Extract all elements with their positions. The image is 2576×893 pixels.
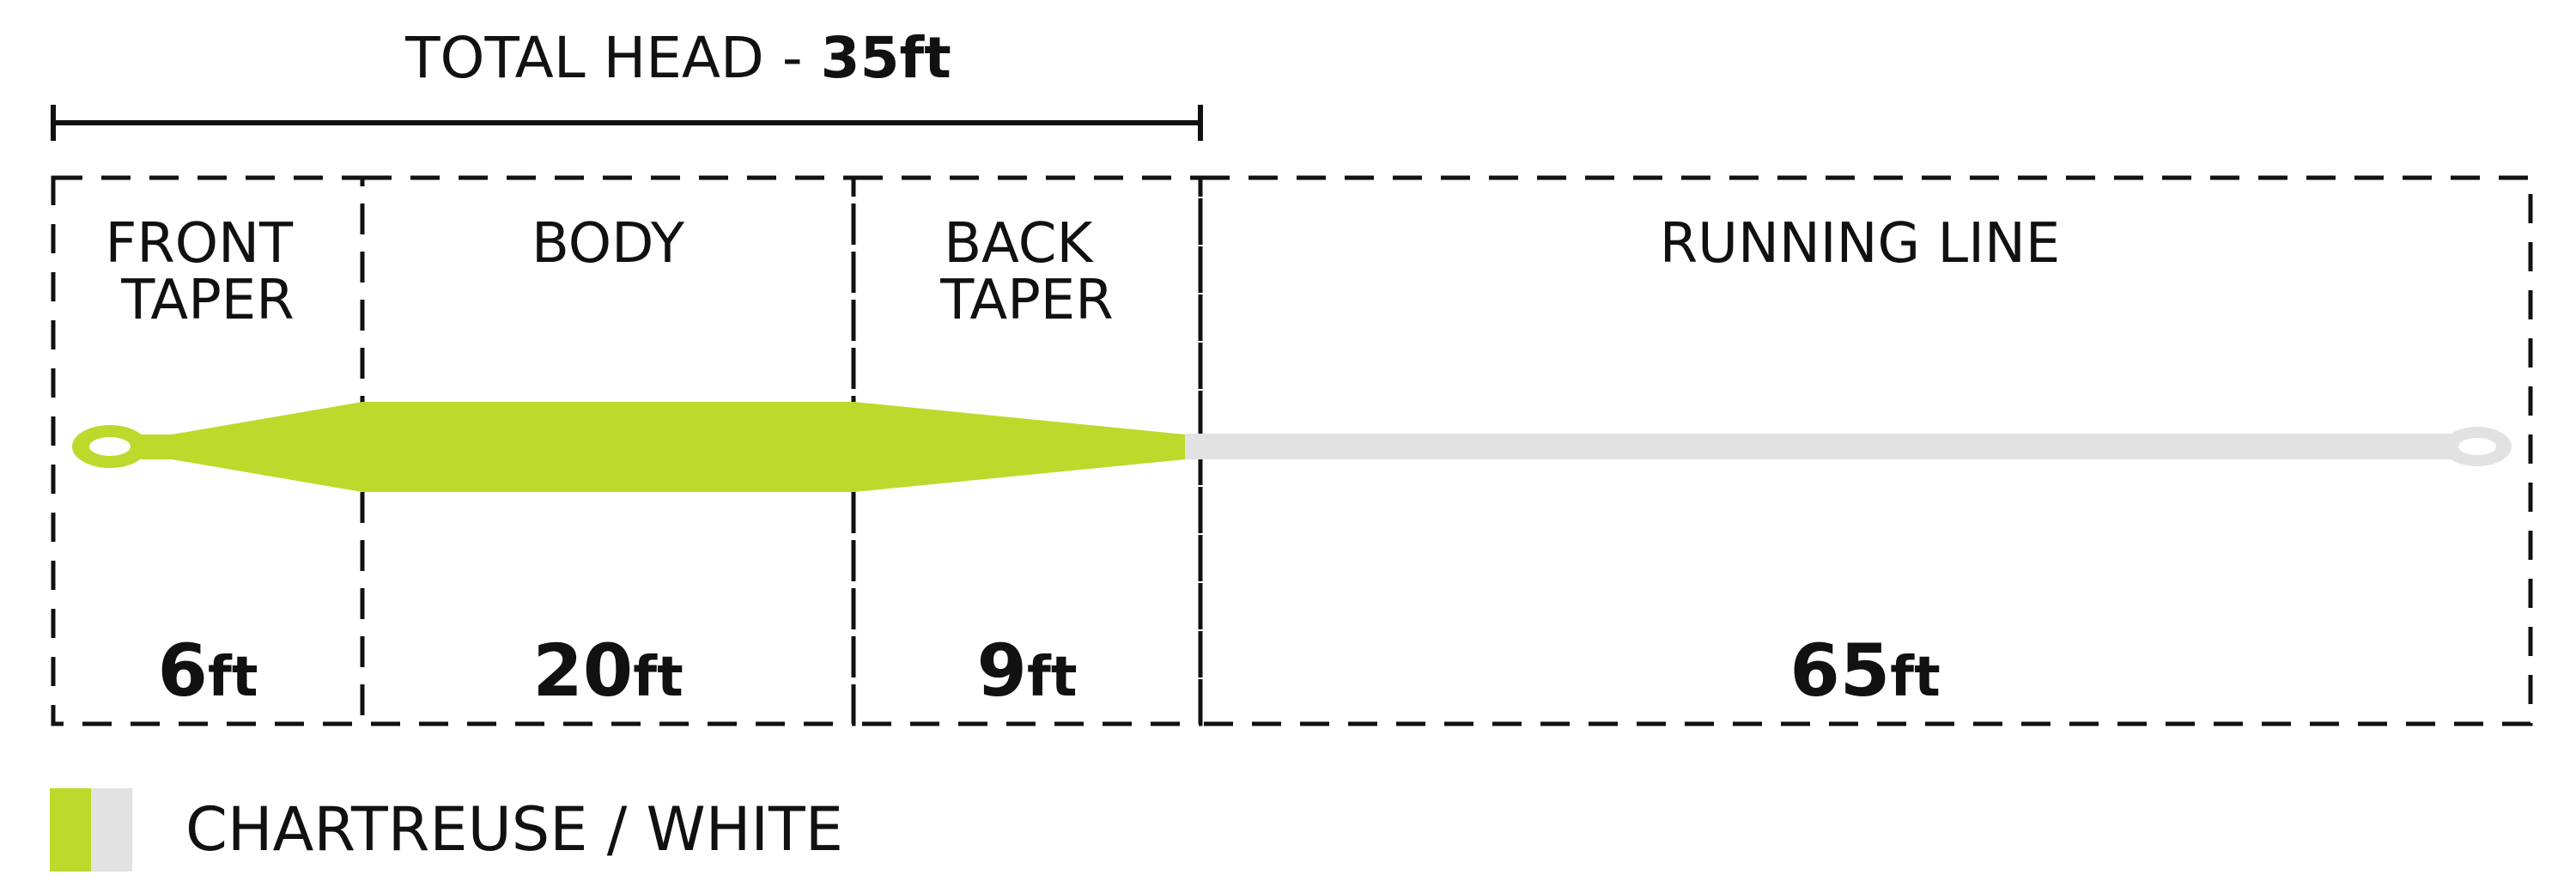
segment-length-body: 20ft	[532, 629, 683, 713]
running-line-shape	[1185, 434, 2469, 459]
segment-length-front-taper: 6ft	[158, 629, 258, 713]
segment-name-body: BODY	[532, 212, 685, 276]
fly-line-profile	[72, 402, 2512, 492]
segment-name-back-taper: BACK TAPER	[939, 212, 1113, 332]
segment-name-running-line: RUNNING LINE	[1660, 212, 2061, 276]
legend-swatch-chartreuse	[50, 788, 91, 872]
head-taper-shape	[129, 402, 1185, 492]
total-head-bracket	[51, 105, 1203, 141]
segment-name-front-taper: FRONT TAPER	[106, 212, 311, 332]
total-head-label: TOTAL HEAD -	[404, 25, 820, 91]
legend-label: CHARTREUSE / WHITE	[185, 794, 843, 865]
color-legend: CHARTREUSE / WHITE	[50, 788, 843, 872]
segment-length-back-taper: 9ft	[977, 629, 1078, 713]
total-head-unit: ft	[900, 25, 951, 91]
legend-swatch-white	[91, 788, 132, 872]
rear-loop-hole	[2458, 438, 2496, 455]
total-head-value: 35	[821, 25, 900, 91]
segment-length-running-line: 65ft	[1789, 629, 1940, 713]
front-loop-hole	[89, 437, 131, 456]
total-head-title: TOTAL HEAD - 35ft	[404, 25, 951, 91]
